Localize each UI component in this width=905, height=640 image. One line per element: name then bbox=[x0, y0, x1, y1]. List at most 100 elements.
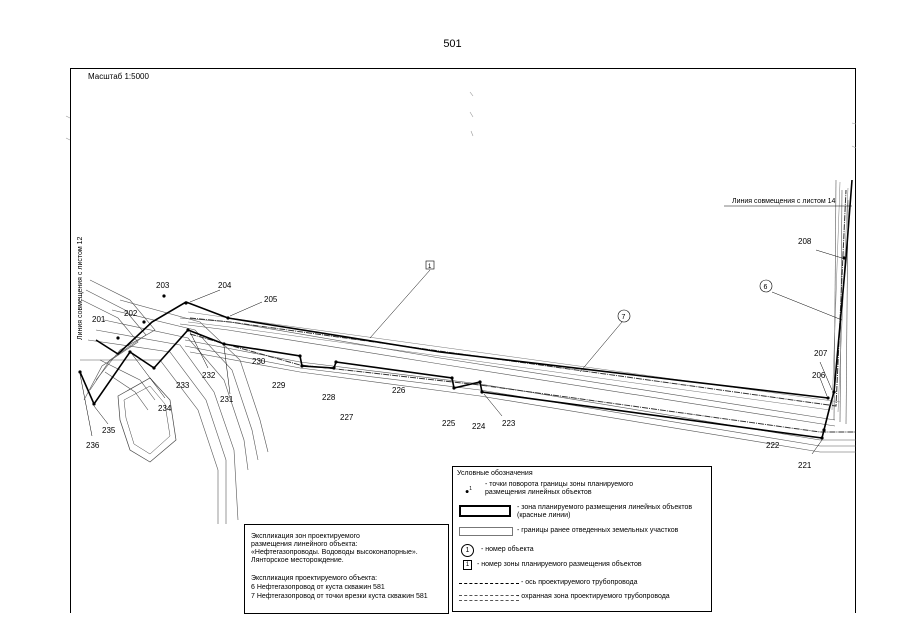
label-202: 202 bbox=[124, 309, 138, 318]
label-224: 224 bbox=[472, 422, 486, 431]
turn-point-222 bbox=[822, 428, 826, 432]
artifact-mark bbox=[851, 122, 857, 125]
legend-turn-point-symbol: ●1 bbox=[465, 486, 473, 496]
label-203: 203 bbox=[156, 281, 170, 290]
artifact-mark bbox=[469, 111, 474, 118]
combine-line-left-label: Линия совмещения с листом 12 bbox=[77, 236, 84, 340]
label-221: 221 bbox=[798, 461, 812, 470]
well-pad-outline bbox=[117, 377, 177, 463]
label-233: 233 bbox=[176, 381, 190, 390]
well-pad-inner bbox=[123, 385, 171, 455]
explication-line2: размещения линейного объекта: bbox=[251, 541, 358, 548]
label-222: 222 bbox=[766, 441, 780, 450]
zone-1-label: 1 bbox=[428, 264, 432, 270]
turn-point-203 bbox=[162, 294, 166, 298]
label-201: 201 bbox=[92, 315, 106, 324]
label-206: 206 bbox=[812, 371, 826, 380]
artifact-mark bbox=[469, 91, 474, 97]
artifact-mark bbox=[65, 115, 71, 119]
explication-line3: «Нефтегазопроводы. Водоводы высоконапорн… bbox=[251, 549, 418, 556]
leader-205 bbox=[229, 301, 263, 317]
legend-protect-symbol bbox=[459, 595, 519, 601]
legend-boundaries-symbol bbox=[459, 527, 513, 536]
turn-point-224 bbox=[478, 380, 482, 384]
point-labels: 201 202 203 204 205 206 207 208 221 222 … bbox=[86, 237, 828, 470]
artifact-mark bbox=[851, 145, 857, 149]
turn-point-201 bbox=[116, 336, 120, 340]
explication-line5: Экспликация проектируемого объекта: bbox=[251, 575, 378, 582]
explication-item7: 7 Нефтегазопровод от точки врезки куста … bbox=[251, 593, 428, 600]
legend-axis-symbol bbox=[459, 583, 519, 584]
turn-point-232 bbox=[186, 328, 190, 332]
leader-234 bbox=[131, 353, 166, 399]
protective-zone bbox=[187, 181, 849, 413]
label-223: 223 bbox=[502, 419, 516, 428]
pipeline-axis bbox=[189, 189, 847, 407]
label-234: 234 bbox=[158, 404, 172, 413]
legend-box: Условные обозначения ●1 - точки поворота… bbox=[452, 466, 712, 612]
legend-object-number-symbol: 1 bbox=[461, 544, 474, 557]
explication-line1: Экспликация зон проектируемого bbox=[251, 533, 360, 540]
legend-boundaries-text: - границы ранее отведенных земельных уча… bbox=[517, 527, 679, 534]
turn-point-233 bbox=[152, 366, 156, 370]
turn-point-228 bbox=[332, 366, 336, 370]
label-204: 204 bbox=[218, 281, 232, 290]
leader-zone1 bbox=[369, 269, 431, 339]
object-6-label: 6 bbox=[764, 284, 768, 291]
scale-label: Масштаб 1:5000 bbox=[88, 72, 149, 81]
turn-point-236 bbox=[78, 370, 82, 374]
label-232: 232 bbox=[202, 371, 216, 380]
leader-232 bbox=[189, 331, 209, 369]
turn-point-229 bbox=[300, 364, 304, 368]
label-227: 227 bbox=[340, 413, 354, 422]
leader-235 bbox=[93, 405, 109, 425]
label-205: 205 bbox=[264, 295, 278, 304]
callouts: 6 7 1 bbox=[425, 260, 773, 323]
leader-236 bbox=[79, 373, 93, 437]
pipeline-axis-7 bbox=[189, 333, 856, 433]
zone-1-box bbox=[425, 260, 435, 270]
object-7-label: 7 bbox=[622, 314, 626, 321]
explication-line4: Лянторское месторождение. bbox=[251, 557, 344, 564]
legend-zone-number-text: - номер зоны планируемого размещения объ… bbox=[477, 561, 642, 568]
scan-artifacts bbox=[65, 91, 857, 149]
turn-points bbox=[78, 256, 846, 440]
page-number: 501 bbox=[443, 38, 462, 50]
turn-point-202 bbox=[142, 320, 146, 324]
label-208: 208 bbox=[798, 237, 812, 246]
leader-223 bbox=[483, 393, 503, 417]
leader-221 bbox=[811, 439, 823, 455]
turn-point-207 bbox=[832, 390, 836, 394]
label-235: 235 bbox=[102, 426, 116, 435]
turn-point-206 bbox=[826, 396, 830, 400]
legend-zone-number-symbol: 1 bbox=[463, 560, 472, 570]
leader-208 bbox=[815, 249, 843, 259]
combine-line-right-label: Линия совмещения с листом 14 bbox=[732, 198, 836, 205]
leader-206 bbox=[819, 377, 828, 397]
artifact-mark bbox=[65, 137, 71, 141]
label-229: 229 bbox=[272, 381, 286, 390]
leader-obj7 bbox=[579, 321, 623, 373]
turn-point-231 bbox=[222, 342, 226, 346]
label-228: 228 bbox=[322, 393, 336, 402]
object-6-circle bbox=[759, 279, 773, 293]
turn-point-223 bbox=[480, 390, 484, 394]
legend-object-number-text: - номер объекта bbox=[481, 546, 534, 553]
legend-zone-text: - зона планируемого размещения линейных … bbox=[517, 504, 693, 519]
turn-point-226 bbox=[450, 376, 454, 380]
leader-231 bbox=[223, 345, 231, 395]
label-226: 226 bbox=[392, 386, 406, 395]
label-236: 236 bbox=[86, 441, 100, 450]
legend-title: Условные обозначения bbox=[457, 470, 533, 477]
artifact-mark bbox=[470, 130, 474, 137]
legend-protect-text: - охранная зона проектируемого трубопров… bbox=[517, 593, 670, 600]
turn-point-234 bbox=[128, 350, 132, 354]
legend-axis-text: - ось проектируемого трубопровода bbox=[521, 579, 638, 586]
map-frame bbox=[70, 68, 856, 613]
explication-box: Экспликация зон проектируемого размещени… bbox=[244, 524, 449, 614]
label-207: 207 bbox=[814, 349, 828, 358]
leader-204 bbox=[189, 289, 221, 303]
label-230: 230 bbox=[252, 357, 266, 366]
turn-point-235 bbox=[92, 402, 96, 406]
